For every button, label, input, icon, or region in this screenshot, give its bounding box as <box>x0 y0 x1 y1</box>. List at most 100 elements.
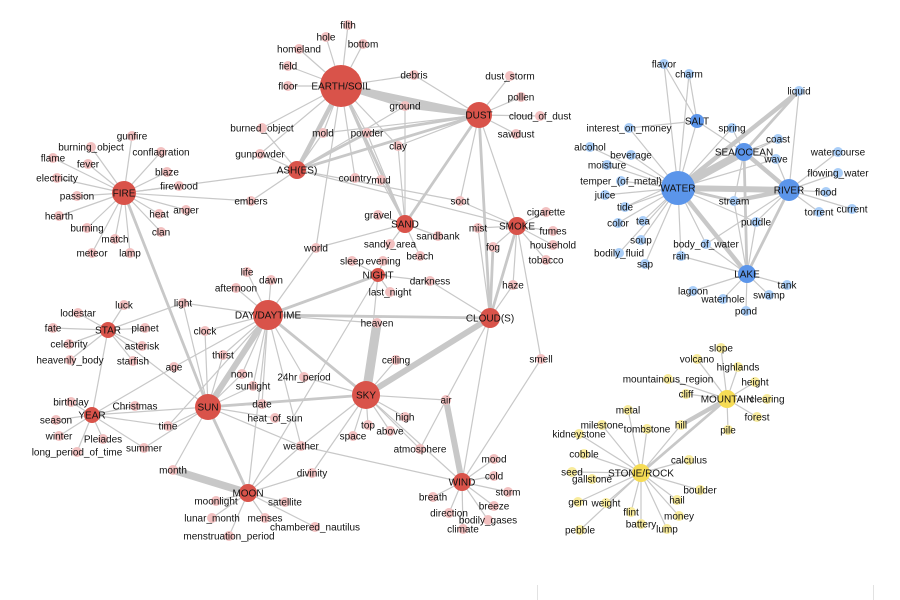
node-high[interactable] <box>400 412 410 422</box>
node-floor[interactable] <box>283 81 293 91</box>
node-heavenly_body[interactable] <box>65 355 75 365</box>
node-ashes[interactable] <box>288 161 306 179</box>
node-weather[interactable] <box>296 441 306 451</box>
node-clay[interactable] <box>393 141 403 151</box>
node-wind[interactable] <box>453 473 471 491</box>
node-electricity[interactable] <box>52 173 62 183</box>
node-bodily_fluid[interactable] <box>614 248 624 258</box>
node-fumes[interactable] <box>548 226 558 236</box>
node-evening[interactable] <box>378 256 388 266</box>
node-money[interactable] <box>674 511 684 521</box>
node-height[interactable] <box>750 377 760 387</box>
node-mountain[interactable] <box>718 390 736 408</box>
node-interest_on_money[interactable] <box>624 123 634 133</box>
node-stone[interactable] <box>632 464 650 482</box>
node-month[interactable] <box>168 465 178 475</box>
node-sap[interactable] <box>640 259 650 269</box>
node-color[interactable] <box>613 218 623 228</box>
node-beach[interactable] <box>415 251 425 261</box>
node-cigarette[interactable] <box>541 207 551 217</box>
node-lamp[interactable] <box>125 248 135 258</box>
node-moonlight[interactable] <box>211 496 221 506</box>
node-hill[interactable] <box>676 420 686 430</box>
node-flavor[interactable] <box>659 59 669 69</box>
node-meteor[interactable] <box>87 248 97 258</box>
node-pleiades[interactable] <box>98 434 108 444</box>
node-space[interactable] <box>348 431 358 441</box>
node-battery[interactable] <box>636 519 646 529</box>
node-gallstone[interactable] <box>587 474 597 484</box>
node-moon[interactable] <box>239 484 257 502</box>
node-date[interactable] <box>257 399 267 409</box>
node-hearth[interactable] <box>54 211 64 221</box>
node-lagoon[interactable] <box>688 286 698 296</box>
node-ceiling[interactable] <box>391 355 401 365</box>
node-tombstone[interactable] <box>642 424 652 434</box>
node-mist[interactable] <box>473 223 483 233</box>
node-body_of_water[interactable] <box>701 239 711 249</box>
node-blaze[interactable] <box>162 167 172 177</box>
node-tank[interactable] <box>782 280 792 290</box>
node-spring[interactable] <box>727 123 737 133</box>
node-heaven[interactable] <box>372 318 382 328</box>
node-mud[interactable] <box>376 175 386 185</box>
node-sandbank[interactable] <box>433 231 443 241</box>
node-cold[interactable] <box>489 471 499 481</box>
node-swamp[interactable] <box>764 290 774 300</box>
node-smell[interactable] <box>536 354 546 364</box>
node-mold[interactable] <box>318 128 328 138</box>
node-temper[interactable] <box>616 176 626 186</box>
node-clock[interactable] <box>200 326 210 336</box>
node-highlands[interactable] <box>733 362 743 372</box>
node-passion[interactable] <box>72 191 82 201</box>
node-year[interactable] <box>84 407 100 423</box>
node-chambered_nautilus[interactable] <box>310 522 320 532</box>
node-noon[interactable] <box>237 369 247 379</box>
node-air[interactable] <box>441 395 451 405</box>
node-top[interactable] <box>363 420 373 430</box>
node-asterisk[interactable] <box>137 341 147 351</box>
node-day[interactable] <box>253 300 283 330</box>
node-starfish[interactable] <box>128 356 138 366</box>
node-river[interactable] <box>778 179 800 201</box>
node-fate[interactable] <box>48 323 58 333</box>
node-cloud[interactable] <box>480 308 500 328</box>
node-filth[interactable] <box>343 20 353 30</box>
node-hole[interactable] <box>321 32 331 42</box>
node-burned_object[interactable] <box>257 123 267 133</box>
node-planet[interactable] <box>140 323 150 333</box>
node-bottom[interactable] <box>358 39 368 49</box>
node-lake[interactable] <box>738 265 756 283</box>
node-clan[interactable] <box>156 227 166 237</box>
node-moisture[interactable] <box>602 160 612 170</box>
node-gravel[interactable] <box>373 210 383 220</box>
node-calculus[interactable] <box>684 455 694 465</box>
node-volcano[interactable] <box>692 354 702 364</box>
node-haze[interactable] <box>508 280 518 290</box>
node-tide[interactable] <box>620 202 630 212</box>
node-earth[interactable] <box>320 65 362 107</box>
node-flame[interactable] <box>48 153 58 163</box>
node-gunpowder[interactable] <box>255 149 265 159</box>
node-world[interactable] <box>311 243 321 253</box>
node-match[interactable] <box>110 234 120 244</box>
node-homeland[interactable] <box>294 44 304 54</box>
node-wave[interactable] <box>771 154 781 164</box>
node-winter[interactable] <box>54 431 64 441</box>
node-dawn[interactable] <box>266 275 276 285</box>
node-current[interactable] <box>847 204 857 214</box>
node-household[interactable] <box>548 240 558 250</box>
node-pond[interactable] <box>741 306 751 316</box>
node-flowing_water[interactable] <box>833 168 843 178</box>
node-christmas[interactable] <box>130 401 140 411</box>
node-last_night[interactable] <box>385 287 395 297</box>
node-direction[interactable] <box>444 508 454 518</box>
node-debris[interactable] <box>409 70 419 80</box>
node-sawdust[interactable] <box>511 129 521 139</box>
node-atmosphere[interactable] <box>415 444 425 454</box>
node-alcohol[interactable] <box>585 142 595 152</box>
node-mood[interactable] <box>489 454 499 464</box>
node-soot[interactable] <box>455 196 465 206</box>
node-luck[interactable] <box>119 300 129 310</box>
node-smoke[interactable] <box>508 217 526 235</box>
